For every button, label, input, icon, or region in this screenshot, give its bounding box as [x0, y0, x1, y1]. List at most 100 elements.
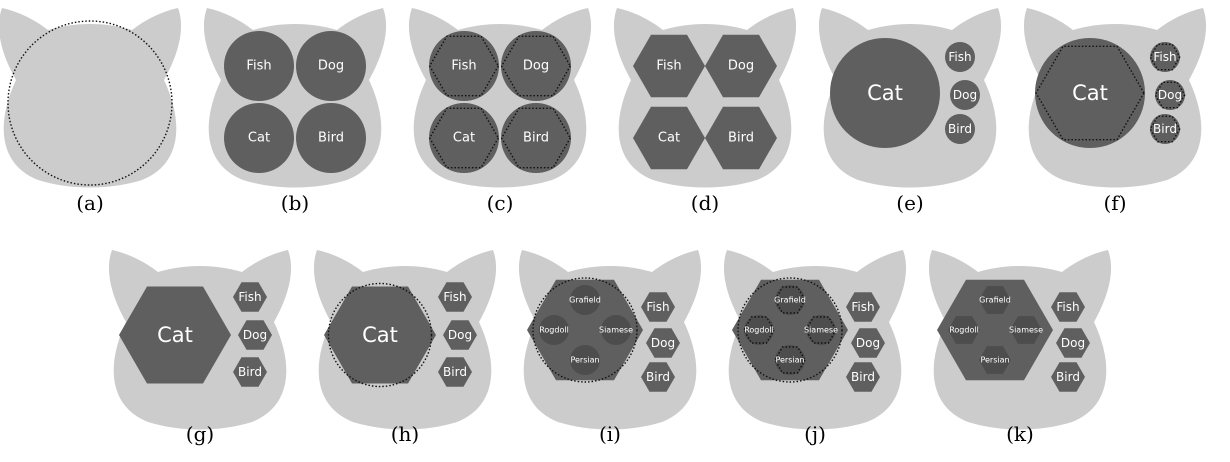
siamese-circle [601, 315, 631, 345]
grafield-hexagon [979, 286, 1011, 314]
label-dog: Dog [1158, 88, 1182, 102]
label-fish: Fish [1056, 300, 1079, 314]
label-bird: Bird [318, 131, 344, 146]
cat-dotted-hexagon [1035, 45, 1145, 141]
dog-dotted-hexagon [1154, 81, 1186, 109]
bird-circle [501, 103, 571, 173]
dog-hexagon [443, 320, 477, 350]
fish-hexagon [1051, 292, 1085, 322]
caption-i: (i) [599, 422, 621, 446]
rogdoll-hexagon [948, 316, 980, 344]
fish-dotted-hexagon [428, 35, 500, 97]
cat-circle [224, 103, 294, 173]
siamese-dotted-hexagon [805, 316, 837, 344]
cat-head-silhouette [613, 8, 797, 188]
label-bird: Bird [523, 131, 549, 146]
bird-hexagon [705, 106, 777, 170]
label-bird: Bird [1153, 122, 1177, 136]
label-cat: Cat [248, 131, 270, 146]
bird-hexagon [846, 362, 880, 392]
label-cat: Cat [453, 131, 475, 146]
dog-circle [296, 31, 366, 101]
bird-circle [945, 114, 975, 144]
fish-circle [224, 31, 294, 101]
fish-hexagon [641, 292, 675, 322]
bird-hexagon [233, 357, 267, 387]
rogdoll-dotted-hexagon [743, 316, 775, 344]
label-fish: Fish [1153, 50, 1176, 64]
label-dog: Dog [728, 59, 754, 74]
label-bird: Bird [728, 131, 754, 146]
dog-hexagon [238, 320, 272, 350]
label-fish: Fish [948, 50, 971, 64]
persian-dotted-hexagon [774, 346, 806, 374]
cat-dotted-hexagon [428, 107, 500, 169]
label-bird: Bird [948, 122, 972, 136]
bird-circle [1150, 114, 1180, 144]
caption-j: (j) [804, 422, 826, 446]
fish-circle [1150, 42, 1180, 72]
siamese-circle [806, 315, 836, 345]
caption-k: (k) [1006, 422, 1034, 446]
label-grafield: Grafield [569, 296, 601, 305]
cat-hexagon [527, 279, 643, 381]
label-fish: Fish [646, 300, 669, 314]
label-rogdoll: Rogdoll [949, 326, 979, 335]
label-dog: Dog [953, 88, 977, 102]
label-cat: Cat [1072, 81, 1108, 105]
bird-circle [296, 103, 366, 173]
label-dog: Dog [448, 328, 472, 342]
fish-circle [945, 42, 975, 72]
label-rogdoll: Rogdoll [744, 326, 774, 335]
label-bird: Bird [851, 370, 875, 384]
cat-hexagon [633, 106, 705, 170]
label-dog: Dog [318, 59, 344, 74]
dog-circle [501, 31, 571, 101]
label-dog: Dog [1061, 336, 1085, 350]
fish-hexagon [846, 292, 880, 322]
label-siamese: Siamese [599, 326, 633, 335]
label-fish: Fish [656, 59, 681, 74]
fish-dotted-hexagon [1149, 43, 1181, 71]
grafield-circle [570, 285, 600, 315]
cat-circle [830, 38, 940, 148]
label-fish: Fish [851, 300, 874, 314]
cat-head-silhouette [203, 8, 387, 188]
panel-a: (a) [0, 8, 182, 215]
label-fish: Fish [443, 290, 466, 304]
label-grafield: Grafield [979, 296, 1011, 305]
grafield-circle [775, 285, 805, 315]
cat-hexagon [119, 286, 231, 384]
label-bird: Bird [1056, 370, 1080, 384]
label-rogdoll: Rogdoll [539, 326, 569, 335]
caption-b: (b) [281, 191, 309, 215]
cat-hexagon [324, 286, 436, 384]
bird-hexagon [641, 362, 675, 392]
label-grafield: Grafield [774, 296, 806, 305]
label-bird: Bird [443, 365, 467, 379]
cat-dotted-circle [737, 277, 843, 383]
caption-h: (h) [391, 422, 420, 446]
cat-hexagon [732, 279, 848, 381]
label-fish: Fish [238, 290, 261, 304]
label-persian: Persian [570, 356, 599, 365]
persian-hexagon [979, 346, 1011, 374]
bird-hexagon [1051, 362, 1085, 392]
label-bird: Bird [646, 370, 670, 384]
label-fish: Fish [246, 59, 271, 74]
dog-hexagon [646, 328, 680, 358]
bird-dotted-hexagon [500, 107, 572, 169]
cat-circle [1035, 38, 1145, 148]
caption-d: (d) [691, 191, 719, 215]
cat-dotted-circle [327, 282, 433, 388]
caption-g: (g) [186, 422, 214, 446]
label-fish: Fish [451, 59, 476, 74]
caption-c: (c) [487, 191, 514, 215]
